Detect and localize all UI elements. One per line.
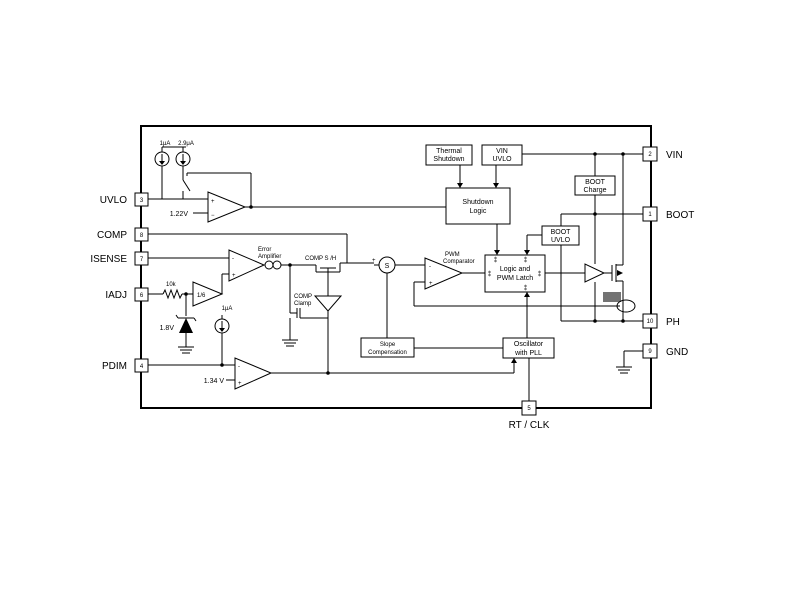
svg-text:Logic and: Logic and (500, 266, 530, 273)
svg-text:-: - (238, 364, 240, 370)
svg-text:Oscillator: Oscillator (514, 341, 544, 348)
pin-number: 8 (140, 233, 144, 239)
svg-text:Compensation: Compensation (368, 350, 407, 356)
svg-text:S: S (385, 263, 390, 270)
svg-text:Comparator: Comparator (443, 259, 475, 265)
oscillator-pll-block: Oscillator with PLL (502, 292, 555, 401)
svg-text:Thermal: Thermal (436, 148, 462, 155)
plus-sign: + (211, 199, 215, 205)
pin-label: PDIM (102, 361, 127, 372)
iadj-path: 10k 1/6 1.8V (148, 281, 224, 354)
vref-122-label: 1.22V (170, 211, 189, 218)
pin-iadj: IADJ 6 (105, 287, 149, 302)
svg-text:-: - (429, 264, 431, 270)
current-source-1ua-b: 1μA (214, 306, 233, 365)
svg-text:-: - (232, 256, 234, 262)
minus-sign: − (211, 213, 215, 219)
pin-label: PH (666, 317, 680, 328)
pin-number: 2 (648, 152, 652, 158)
svg-text:⁑: ⁑ (494, 257, 497, 264)
high-side-switch (584, 154, 636, 323)
svg-text:⁑: ⁑ (488, 271, 491, 278)
pin-label: BOOT (666, 210, 694, 221)
current-source-29ua: 2.9μA (175, 141, 252, 207)
thermal-shutdown-block: Thermal Shutdown (425, 144, 473, 188)
svg-text:BOOT: BOOT (551, 229, 572, 236)
pin-boot: 1 BOOT (642, 206, 694, 222)
pin-label: IADJ (105, 290, 127, 301)
svg-text:+: + (232, 273, 236, 279)
logic-pwm-latch-block: Logic and PWM Latch ⁑ ⁑ ⁑ ⁑ ⁑ (484, 254, 585, 293)
slope-compensation-block: Slope Compensation (360, 337, 503, 358)
svg-text:Clamp: Clamp (294, 301, 312, 307)
current-1ua-b-label: 1μA (222, 306, 233, 312)
svg-text:COMP: COMP (294, 294, 312, 300)
svg-text:+: + (429, 281, 433, 287)
svg-text:with PLL: with PLL (514, 350, 542, 357)
pdim-comparator: - + 1.34 V (204, 357, 514, 390)
error-amplifier: - + Error Amplifier (148, 247, 316, 284)
svg-text:⁑: ⁑ (524, 285, 527, 292)
summing-node: S + (372, 256, 425, 338)
comp-sh-label: COMP S /H (305, 256, 336, 262)
pin-pdim: PDIM 4 (102, 358, 149, 373)
pin-label: UVLO (100, 195, 127, 206)
pin-rtclk: 5 RT / CLK (509, 400, 550, 431)
current-29ua-label: 2.9μA (178, 141, 194, 147)
shutdown-logic-block: Shutdown Logic (445, 187, 511, 255)
pin-number: 7 (140, 257, 144, 263)
pin-number: 1 (648, 212, 652, 218)
svg-text:Slope: Slope (380, 342, 396, 348)
svg-text:BOOT: BOOT (585, 179, 606, 186)
ic-outline (140, 125, 652, 409)
svg-text:UVLO: UVLO (492, 156, 512, 163)
svg-text:VIN: VIN (496, 148, 508, 155)
resistor-10k-label: 10k (166, 282, 177, 288)
pin-comp: COMP 8 (97, 227, 149, 242)
zener-18v-label: 1.8V (160, 325, 175, 332)
pin-number: 10 (647, 319, 654, 325)
pin-label: RT / CLK (509, 420, 550, 431)
svg-text:Charge: Charge (584, 187, 607, 194)
pin-number: 9 (648, 349, 652, 355)
svg-text:Shutdown: Shutdown (433, 156, 464, 163)
pin-label: VIN (666, 150, 683, 161)
pin-label: GND (666, 347, 688, 358)
svg-text:+: + (372, 258, 376, 264)
pin-label: COMP (97, 230, 127, 241)
svg-text:Logic: Logic (470, 208, 487, 215)
pin-number: 5 (527, 406, 531, 412)
svg-text:Shutdown: Shutdown (462, 199, 493, 206)
pin-ph: 10 PH (642, 313, 680, 329)
uvlo-comparator: + − 1.22V (170, 191, 446, 223)
pin-number: 6 (140, 293, 144, 299)
current-source-1ua: 1μA (154, 141, 186, 199)
svg-text:⁑: ⁑ (538, 271, 541, 278)
pin-gnd: 9 GND (642, 343, 688, 359)
svg-text:+: + (238, 381, 242, 387)
pin-vin: 2 VIN (642, 146, 683, 162)
gain-label: 1/6 (197, 293, 206, 299)
pwm-comparator: - + PWM Comparator (413, 252, 620, 307)
vin-uvlo-block: VIN UVLO (481, 144, 643, 188)
pin-uvlo: UVLO 3 (100, 192, 149, 207)
vref-134-label: 1.34 V (204, 378, 225, 385)
svg-text:UVLO: UVLO (551, 237, 571, 244)
svg-text:⁑: ⁑ (524, 257, 527, 264)
svg-text:PWM: PWM (445, 252, 460, 258)
svg-text:Amplifier: Amplifier (258, 254, 281, 260)
gain-block (192, 281, 224, 307)
current-1ua-label: 1μA (160, 141, 171, 147)
boot-uvlo-block: BOOT UVLO (524, 213, 643, 322)
pin-isense: ISENSE 7 (90, 251, 149, 266)
svg-text:PWM Latch: PWM Latch (497, 275, 533, 282)
boot-charge-block: BOOT Charge (574, 154, 616, 323)
pin-number: 3 (140, 198, 144, 204)
comp-sample-hold: COMP S /H COMP Clamp (282, 256, 374, 373)
svg-text:Error: Error (258, 247, 271, 253)
pin-number: 4 (140, 364, 144, 370)
pin-label: ISENSE (90, 254, 127, 265)
